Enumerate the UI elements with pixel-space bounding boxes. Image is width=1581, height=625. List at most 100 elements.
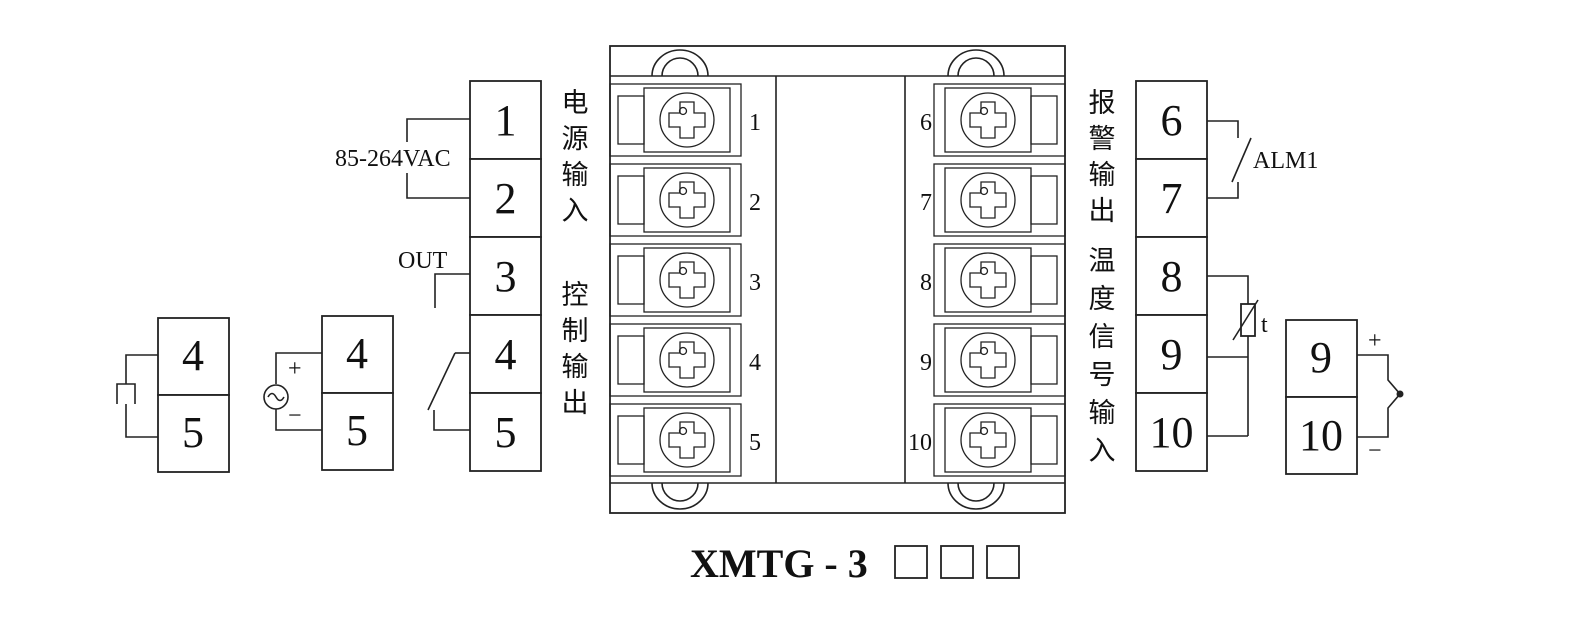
pulse-icon: [116, 383, 136, 404]
device-pin-number: 9: [920, 350, 932, 376]
right-terminal-10: [1135, 392, 1208, 472]
right-terminal-7-number: 7: [1161, 174, 1183, 223]
power-wire-bottom: [406, 173, 470, 199]
tc-terminal-block: 9 10 + −: [1285, 319, 1404, 475]
screw-head-icon: [960, 412, 1016, 468]
tc-wire-minus: [1357, 393, 1401, 438]
screw-head-icon: [659, 252, 715, 308]
cjk-char: 出: [1089, 196, 1116, 227]
device-outline: [609, 45, 1066, 514]
screw-terminal-5: [609, 403, 742, 477]
cjk-char: 温: [1089, 246, 1116, 277]
screw-head-icon: [960, 92, 1016, 148]
tc-terminal-9-number: 9: [1310, 333, 1332, 382]
screw-terminal-8: [933, 243, 1066, 317]
device-pin-number: 2: [749, 190, 761, 216]
left-terminal-2-number: 2: [495, 174, 517, 223]
screw-head-icon: [659, 412, 715, 468]
device-pin-number: 6: [920, 110, 932, 136]
thermistor-slash: [1232, 299, 1259, 341]
ac-minus-sign: −: [288, 403, 302, 429]
tc-terminal-9: [1285, 319, 1358, 398]
ac-terminal-4-number: 4: [346, 329, 368, 378]
cjk-char: 号: [1089, 360, 1116, 391]
left-terminal-5-number: 5: [495, 408, 517, 457]
left-terminal-column: 1 2 3 4 5: [469, 80, 542, 472]
tc-wire-plus: [1357, 354, 1401, 395]
screw-terminal-4: [609, 323, 742, 397]
ac-plus-sign: +: [288, 356, 302, 382]
screw-terminal-9: [933, 323, 1066, 397]
out-label: OUT: [398, 248, 448, 274]
left-terminal-3-number: 3: [495, 252, 517, 301]
cjk-char: 电: [562, 88, 589, 119]
relay-contact-icon: [427, 352, 456, 411]
cjk-char: 源: [562, 124, 589, 155]
left-terminal-5: [469, 392, 542, 472]
relay-wire-bottom: [433, 410, 470, 431]
alarm-wire-bottom: [1207, 182, 1239, 199]
device-pin-number: 3: [749, 270, 761, 296]
right-terminal-10-number: 10: [1150, 408, 1194, 457]
sine-wave-icon: [267, 392, 285, 402]
model-option-box: [894, 545, 928, 579]
right-terminal-6-number: 6: [1161, 96, 1183, 145]
left-terminal-1-number: 1: [495, 96, 517, 145]
pulse-wire-bottom: [125, 404, 158, 438]
out-wire: [434, 273, 470, 308]
pulse-terminal-block: 4 5: [116, 317, 230, 473]
model-name: XMTG - 3: [690, 541, 868, 586]
top-right-clip: [947, 49, 1005, 77]
screw-terminal-3: [609, 243, 742, 317]
ac-terminal-block: 4 5 + −: [263, 315, 394, 471]
ac-terminal-5-number: 5: [346, 406, 368, 455]
screw-head-icon: [659, 92, 715, 148]
device-pin-number: 4: [749, 350, 761, 376]
model-option-boxes: [894, 545, 1020, 579]
cjk-char: 入: [562, 196, 589, 227]
device-pin-number: 10: [908, 430, 932, 456]
tc-plus-sign: +: [1368, 328, 1382, 354]
bottom-left-clip: [651, 482, 709, 510]
cjk-char: 出: [562, 388, 589, 419]
cjk-char: 度: [1089, 284, 1116, 315]
bottom-left-clip-inner: [661, 482, 699, 502]
screw-head-icon: [960, 332, 1016, 388]
cjk-char: 信: [1089, 322, 1116, 353]
rtd-wire-top: [1207, 275, 1249, 304]
screw-head-icon: [659, 172, 715, 228]
ac-wire-bottom: [275, 409, 322, 431]
left-terminal-4-number: 4: [495, 330, 517, 379]
screw-terminal-10: [933, 403, 1066, 477]
top-right-clip-inner: [957, 57, 995, 77]
tc-minus-sign: −: [1368, 438, 1382, 464]
cjk-char: 报: [1089, 88, 1116, 119]
bottom-right-clip: [947, 482, 1005, 510]
tc-terminal-10: [1285, 396, 1358, 475]
cjk-char: 输: [1089, 398, 1116, 429]
cjk-char: 制: [562, 316, 589, 347]
screw-terminal-6: [933, 83, 1066, 157]
top-left-clip: [651, 49, 709, 77]
right-terminal-9-number: 9: [1161, 330, 1183, 379]
screw-terminal-1: [609, 83, 742, 157]
screw-terminal-7: [933, 163, 1066, 237]
cjk-char: 控: [562, 280, 589, 311]
pulse-terminal-5: [157, 394, 230, 473]
power-voltage-label: 85-264VAC: [335, 146, 451, 172]
alarm-contact-icon: [1231, 137, 1252, 183]
tc-terminal-10-number: 10: [1299, 411, 1343, 460]
pulse-terminal-5-number: 5: [182, 408, 204, 457]
cjk-char: 警: [1089, 124, 1116, 155]
device-pin-number: 1: [749, 110, 761, 136]
alarm-wire-top: [1207, 120, 1239, 138]
cjk-char: 入: [1089, 436, 1116, 467]
cjk-char: 输: [562, 160, 589, 191]
ac-terminal-5: [321, 392, 394, 471]
right-terminal-6: [1135, 80, 1208, 160]
